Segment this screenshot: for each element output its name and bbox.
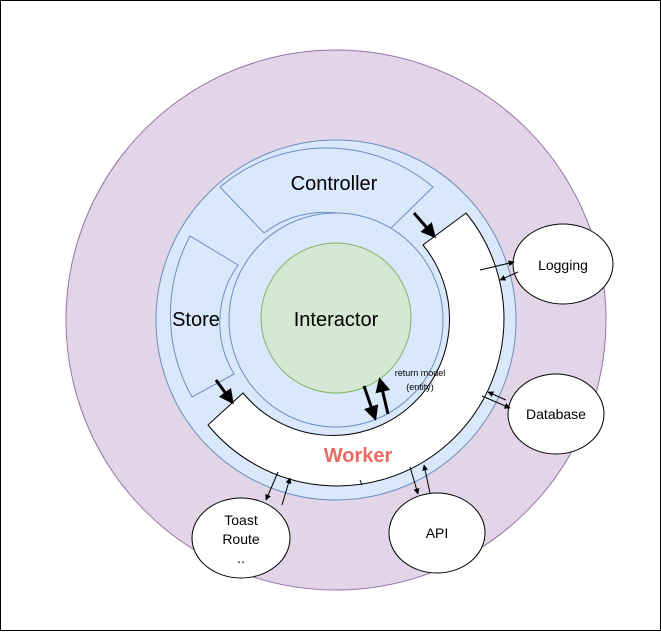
toast-to-worker-arrow [281, 477, 292, 506]
store-segment [169, 235, 239, 398]
worker-tick [359, 479, 363, 486]
worker-to-interactor-arrow [375, 377, 391, 415]
store-to-worker-arrow [214, 379, 234, 405]
route-label: Route [222, 531, 260, 547]
interactor-circle [260, 242, 412, 394]
database-node [507, 373, 605, 455]
toast-label: Toast [224, 512, 258, 528]
api-label: API [426, 525, 449, 541]
api-node [388, 492, 486, 574]
store-label: Store [172, 309, 220, 331]
controller-label: Controller [291, 173, 378, 195]
return-model-entity-label: (entity) [406, 382, 434, 392]
database-label: Database [526, 406, 586, 422]
worker-to-database-arrow [481, 395, 511, 409]
worker-label: Worker [324, 445, 393, 467]
toast-route-node [191, 497, 291, 579]
api-to-worker-arrow [422, 464, 431, 494]
worker-to-api-arrow [409, 466, 420, 495]
logging-to-worker-arrow [499, 271, 519, 281]
controller-segment [219, 147, 434, 234]
return-model-label: return model [395, 368, 446, 378]
dots-label: .. [237, 550, 245, 566]
interactor-label: Interactor [294, 309, 379, 331]
worker-to-toast-arrow [265, 471, 279, 501]
logging-label: Logging [538, 257, 588, 273]
interactor-to-worker-arrow [362, 385, 379, 421]
database-to-worker-arrow [487, 391, 507, 401]
worker-to-logging-arrow [479, 260, 515, 271]
controller-to-worker-arrow [412, 212, 436, 239]
worker-segment [207, 212, 505, 487]
